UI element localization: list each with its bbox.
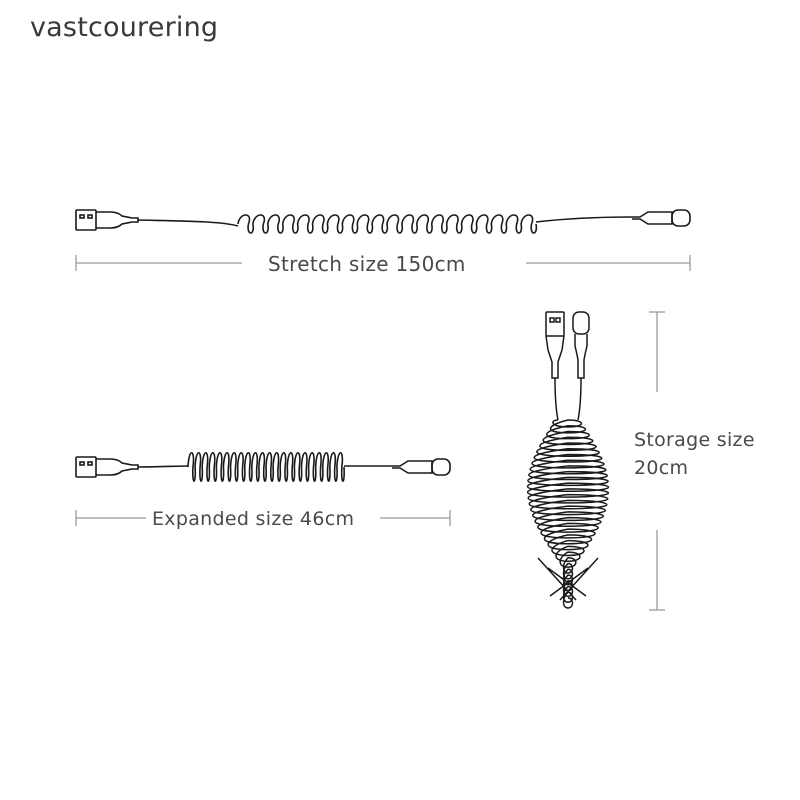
usb-c-connector-icon [632,209,691,227]
expanded-cable [75,451,451,483]
storage-dimension-line [649,311,665,611]
stretched-cable [75,209,691,234]
brand-watermark: vastcourering [30,12,219,43]
stretch-dimension-line [75,255,691,271]
storage-size-label: Storage size 20cm [634,426,755,482]
storage-size-label-line1: Storage size [634,429,755,451]
storage-cable [527,311,609,609]
usb-a-connector-icon [545,311,565,379]
storage-size-label-line2: 20cm [634,457,689,479]
expanded-size-label: Expanded size 46cm [152,508,355,530]
stretch-size-label: Stretch size 150cm [268,252,466,276]
usb-c-connector-icon [392,458,451,476]
usb-a-connector-icon [75,209,139,231]
expanded-dimension-line [75,510,451,526]
usb-c-connector-icon [572,311,590,379]
usb-a-connector-icon [75,456,139,478]
